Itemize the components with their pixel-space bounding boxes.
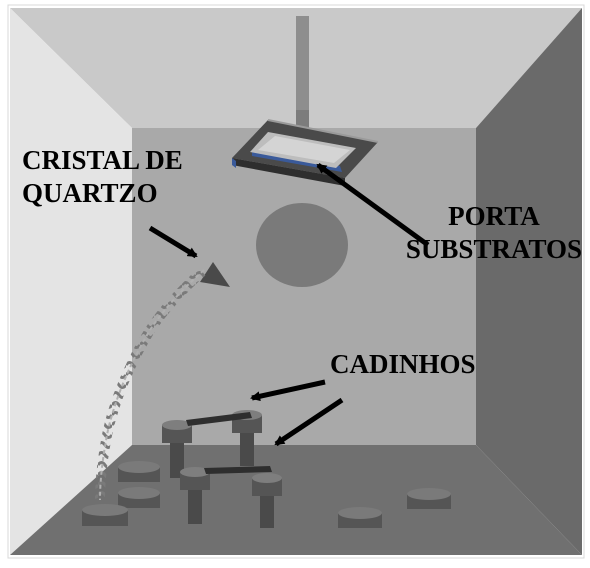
label-substrate-holder-line-1: PORTA [448,201,540,231]
chamber-right-wall [476,8,582,555]
crucibles [162,410,282,528]
floor-pucks [82,461,451,528]
arrow-crucible-upper [250,379,326,402]
label-quartz-crystal: CRISTAL DE QUARTZO [22,144,183,210]
substrate-holder [232,119,379,186]
source-aperture [256,203,348,287]
arrow-substrate-holder [316,162,430,248]
label-substrate-holder-line-2: SUBSTRATOS [405,234,582,264]
label-quartz-crystal-line-1: CRISTAL DE [22,145,183,175]
arrow-crystal [148,225,198,259]
chamber-left-wall [10,8,132,555]
holder-rod [296,16,309,128]
label-crucibles-text: CADINHOS [330,349,476,379]
crucible-boat-upper [186,412,252,426]
label-crucibles: CADINHOS [330,348,476,381]
quartz-crystal-sensor [200,262,230,287]
crucible-boat-lower [204,466,272,474]
arrow-crucible-lower [274,397,344,447]
label-quartz-crystal-line-2: QUARTZO [22,178,158,208]
label-substrate-holder: PORTA SUBSTRATOS [406,200,582,266]
